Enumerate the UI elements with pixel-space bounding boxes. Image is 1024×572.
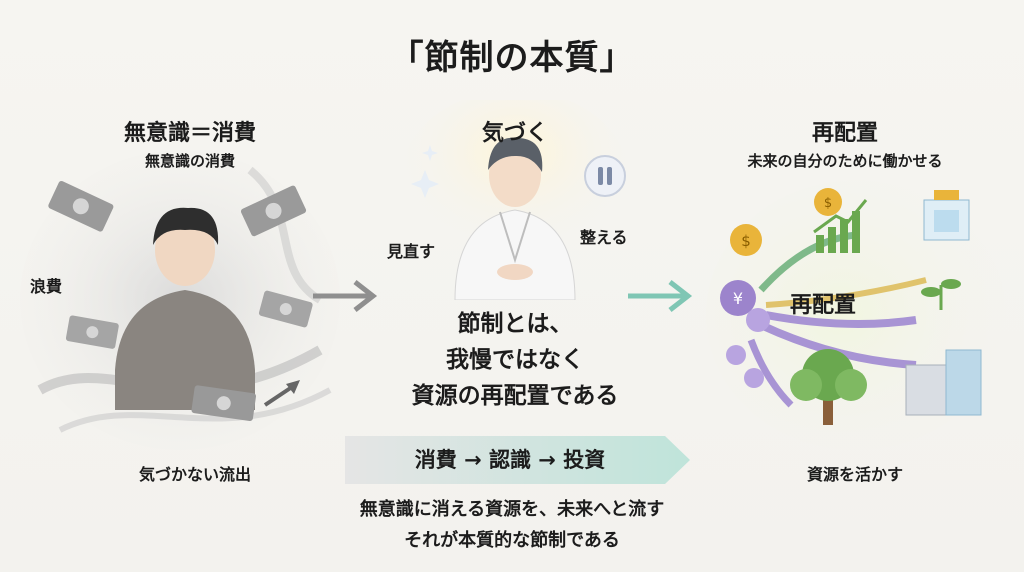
right-bottom-label: 資源を活かす bbox=[806, 465, 903, 484]
money-bill-icon bbox=[65, 315, 119, 349]
arrow-right-icon bbox=[313, 280, 378, 312]
money-bill-icon bbox=[48, 180, 114, 232]
svg-text:¥: ¥ bbox=[733, 289, 743, 308]
coin-icon: $ bbox=[730, 224, 762, 256]
coin-icon: $ bbox=[814, 188, 842, 216]
core-message-line: 節制とは、 bbox=[457, 311, 573, 337]
summary-line: それが本質的な節制である bbox=[404, 530, 620, 551]
coin-icon bbox=[746, 308, 770, 332]
core-message-line: 資源の再配置である bbox=[411, 383, 619, 409]
page-title: 「節制の本質」 bbox=[389, 38, 635, 78]
money-bill-icon bbox=[191, 385, 257, 421]
left-illustration bbox=[20, 150, 340, 450]
summary-line: 無意識に消える資源を、未来へと流す bbox=[359, 499, 665, 520]
reallocation-label: 再配置 bbox=[790, 293, 857, 318]
left-heading: 無意識＝消費 bbox=[123, 121, 256, 146]
core-message: 節制とは、 我慢ではなく 資源の再配置である bbox=[330, 306, 700, 414]
process-banner-text: 消費 → 認識 → 投資 bbox=[414, 448, 606, 472]
calm-person-figure bbox=[454, 137, 576, 300]
city-building-icon bbox=[905, 349, 982, 416]
waste-label: 浪費 bbox=[30, 277, 63, 296]
growth-chart-icon bbox=[813, 199, 868, 253]
sprout-icon bbox=[921, 279, 961, 310]
svg-text:$: $ bbox=[741, 232, 751, 250]
coin-icon bbox=[726, 345, 746, 365]
core-message-line: 我慢ではなく bbox=[446, 347, 584, 373]
money-bill-icon bbox=[258, 290, 313, 328]
summary-text: 無意識に消える資源を、未来へと流す それが本質的な節制である bbox=[250, 494, 774, 556]
building-icon bbox=[923, 190, 970, 241]
svg-text:$: $ bbox=[824, 196, 832, 211]
middle-illustration bbox=[400, 100, 630, 300]
right-heading: 再配置 bbox=[811, 121, 878, 146]
right-subheading: 未来の自分のために働かせる bbox=[747, 152, 943, 170]
right-illustration: ¥ $ $ bbox=[706, 180, 1006, 450]
process-banner bbox=[345, 436, 690, 484]
left-bottom-label: 気づかない流出 bbox=[138, 465, 251, 484]
money-bill-icon bbox=[240, 185, 307, 237]
pause-icon bbox=[584, 155, 626, 197]
coin-icon: ¥ bbox=[720, 280, 756, 316]
person-figure bbox=[115, 207, 255, 410]
review-label: 見直す bbox=[387, 242, 436, 261]
arrow-right-icon bbox=[628, 280, 693, 312]
adjust-label: 整える bbox=[580, 228, 628, 247]
coin-icon bbox=[744, 368, 764, 388]
tree-icon bbox=[790, 349, 867, 425]
middle-heading: 気づく bbox=[481, 121, 548, 146]
left-subheading: 無意識の消費 bbox=[144, 152, 235, 170]
